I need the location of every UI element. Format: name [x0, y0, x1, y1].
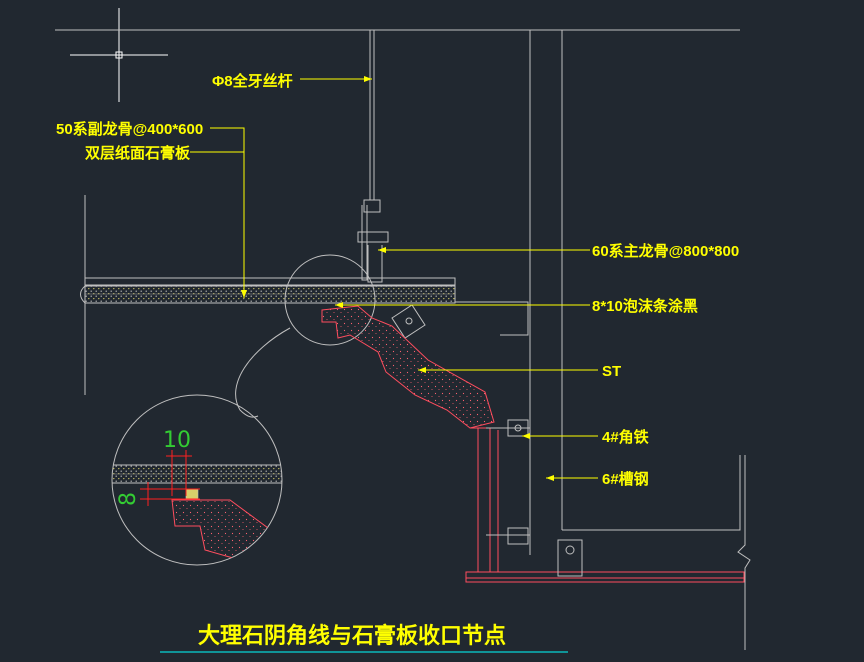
label-angle-iron: 4#角铁 — [602, 428, 649, 446]
label-channel-steel: 6#槽钢 — [602, 470, 649, 488]
detail-dim-height: 8 — [116, 492, 141, 506]
secondary-keel — [84, 277, 456, 286]
leader-lines — [190, 78, 598, 479]
drawing-title: 大理石阴角线与石膏板收口节点 — [198, 623, 506, 648]
label-threaded-rod: Φ8全牙丝杆 — [212, 72, 293, 90]
angle-iron — [486, 419, 583, 577]
leader-arrows — [241, 76, 554, 481]
crosshair-cursor-icon — [70, 8, 168, 102]
marble-cornice — [321, 305, 495, 429]
support-post — [465, 427, 745, 583]
wall — [529, 30, 751, 650]
gypsum-board — [80, 285, 456, 304]
label-secondary-keel: 50系副龙骨@400*600 — [56, 120, 203, 138]
detail-dim-width: 10 — [163, 428, 191, 453]
label-foam-strip: 8*10泡沫条涂黑 — [592, 297, 698, 315]
threaded-rod — [363, 30, 381, 213]
steel-bracket — [391, 301, 529, 339]
label-stone: ST — [602, 363, 621, 380]
main-keel-hanger — [357, 205, 389, 283]
label-main-keel: 60系主龙骨@800*800 — [592, 242, 739, 260]
label-gypsum-board: 双层纸面石膏板 — [85, 144, 191, 162]
